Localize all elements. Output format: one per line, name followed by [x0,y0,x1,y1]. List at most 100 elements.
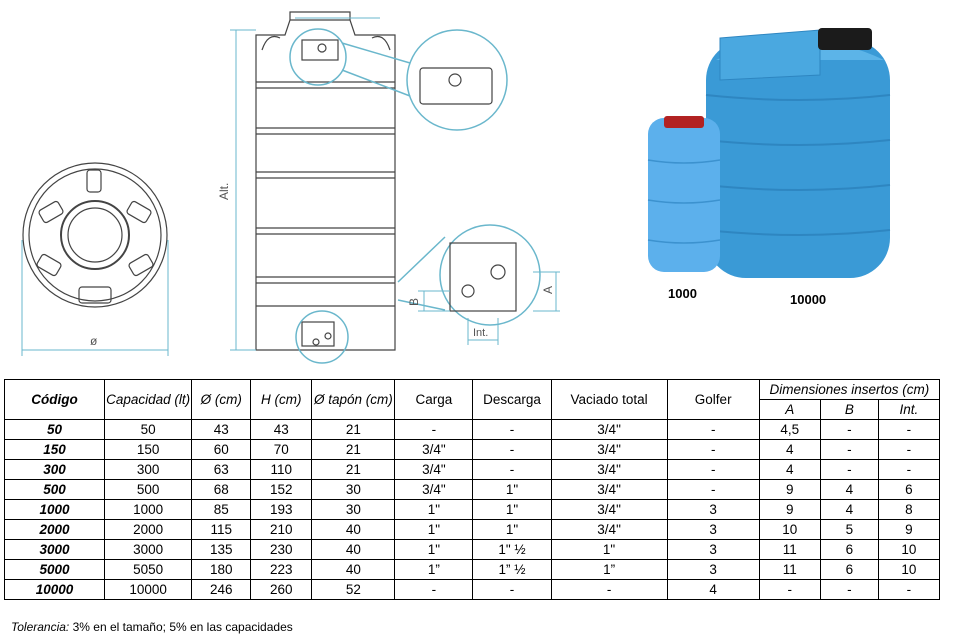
header-tapon: Ø tapón (cm) [311,379,396,420]
table-cell-b: - [819,579,879,600]
table-cell-altura: 193 [250,499,313,520]
table-cell-tapon: 21 [311,459,396,480]
table-cell-tapon: 40 [311,559,396,580]
table-cell-codigo: 5000 [3,559,106,580]
table-cell-carga: - [394,419,474,440]
large-tank-photo [705,28,891,278]
table-cell-b: 4 [819,479,879,500]
table-cell-vaciado: - [550,579,668,600]
table-cell-b: 6 [819,559,879,580]
diameter-label: ø [90,334,98,348]
table-cell-descarga: - [472,579,552,600]
top-view-drawing [22,162,168,308]
table-cell-int: - [877,579,941,600]
table-cell-int: 9 [877,519,941,540]
table-header-row: Código Capacidad (lt) Ø (cm) H (cm) Ø ta… [3,379,941,420]
table-cell-a: - [758,579,821,600]
table-cell-a: 11 [758,559,821,580]
table-cell-tapon: 21 [311,439,396,460]
header-b: B [819,399,879,420]
table-cell-descarga: 1" [472,499,552,520]
table-cell-vaciado: 3/4" [550,479,668,500]
table-cell-capacidad: 1000 [104,499,193,520]
table-cell-diametro: 63 [191,459,252,480]
table-cell-diametro: 60 [191,439,252,460]
table-cell-int: 10 [877,539,941,560]
table-cell-diametro: 135 [191,539,252,560]
table-cell-tapon: 40 [311,539,396,560]
table-cell-vaciado: 1" [550,539,668,560]
table-cell-codigo: 10000 [3,579,106,600]
table-cell-descarga: - [472,419,552,440]
diameter-dimension [21,240,169,356]
height-dimension [230,17,380,351]
table-cell-capacidad: 50 [104,419,193,440]
table-subheader-row: A B Int. [5,399,941,420]
table-cell-capacidad: 150 [104,439,193,460]
header-altura: H (cm) [250,379,313,420]
table-cell-diametro: 180 [191,559,252,580]
header-dimensiones: Dimensiones insertos (cm) [758,379,941,400]
tank-drawings-svg: ø [21,11,891,364]
table-cell-altura: 152 [250,479,313,500]
table-cell-golfer: - [666,439,760,460]
table-cell-carga: - [394,579,474,600]
table-cell-int: - [877,439,941,460]
table-cell-b: - [819,419,879,440]
table-cell-a: 4,5 [758,419,821,440]
table-cell-codigo: 2000 [3,519,106,540]
small-tank-photo [647,116,721,272]
table-cell-altura: 110 [250,459,313,480]
table-cell-carga: 3/4" [394,439,474,460]
table-cell-b: - [819,459,879,480]
table-cell-a: 11 [758,539,821,560]
header-a: A [758,399,821,420]
height-label: Alt. [217,183,231,200]
technical-drawings: ø [21,11,891,364]
table-cell-b: 4 [819,499,879,520]
table-cell-capacidad: 3000 [104,539,193,560]
table-cell-tapon: 30 [311,479,396,500]
table-cell-carga: 1" [394,499,474,520]
table-cell-golfer: 3 [666,559,760,580]
table-cell-diametro: 68 [191,479,252,500]
table-cell-golfer: 3 [666,539,760,560]
table-cell-altura: 223 [250,559,313,580]
header-int: Int. [877,399,941,420]
table-cell-codigo: 3000 [3,539,106,560]
header-capacidad: Capacidad (lt) [104,379,193,420]
table-cell-altura: 43 [250,419,313,440]
table-cell-codigo: 300 [3,459,106,480]
table-cell-capacidad: 500 [104,479,193,500]
table-cell-carga: 3/4" [394,459,474,480]
table-cell-diametro: 43 [191,419,252,440]
table-cell-vaciado: 1” [550,559,668,580]
footnote-label: Tolerancia: [11,620,70,634]
table-cell-tapon: 40 [311,519,396,540]
table-cell-vaciado: 3/4" [550,419,668,440]
large-tank-label: 10000 [790,292,827,307]
header-codigo: Código [3,379,106,420]
table-cell-b: 5 [819,519,879,540]
table-cell-b: - [819,439,879,460]
table-cell-capacidad: 300 [104,459,193,480]
table-cell-a: 9 [758,499,821,520]
table-cell-altura: 70 [250,439,313,460]
table-cell-altura: 260 [250,579,313,600]
specifications-table: Código Capacidad (lt) Ø (cm) H (cm) Ø ta… [3,379,941,600]
footnote: Tolerancia: 3% en el tamaño; 5% en las c… [11,620,293,634]
header-diametro: Ø (cm) [191,379,252,420]
table-cell-altura: 210 [250,519,313,540]
table-cell-codigo: 500 [3,479,106,500]
table-cell-tapon: 30 [311,499,396,520]
table-cell-int: - [877,419,941,440]
table-cell-descarga: 1" [472,479,552,500]
table-cell-capacidad: 5050 [104,559,193,580]
